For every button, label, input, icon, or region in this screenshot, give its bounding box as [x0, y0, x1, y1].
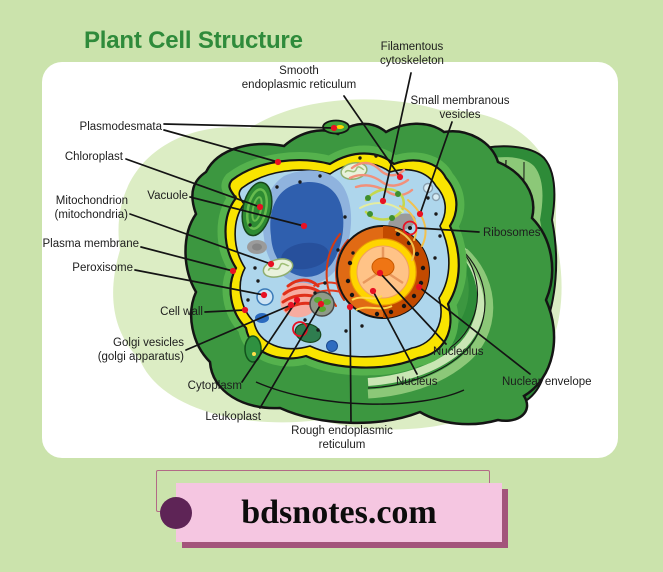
label-nuclear-envelope: Nuclear envelope	[502, 376, 592, 388]
ribosomes-ring-marker	[402, 220, 418, 236]
label-leukoplast: Leukoplast	[205, 411, 261, 423]
cell-front-fold	[255, 381, 465, 405]
wall-oval-shape	[244, 335, 262, 363]
label-mitochondrion: Mitochondrion (mitochondria)	[54, 195, 129, 222]
label-plasma-membrane: Plasma membrane	[42, 238, 139, 250]
nucleus-shape	[336, 225, 430, 319]
leader-lines	[125, 72, 531, 424]
label-smooth-er: Smooth endoplasmic reticulum	[241, 65, 357, 92]
page-title: Plant Cell Structure	[84, 27, 303, 54]
label-chloroplast: Chloroplast	[64, 151, 123, 163]
footer-site-text: bdsnotes.com	[241, 493, 437, 531]
label-small-membranous-vesicles: Small membranous vesicles	[410, 95, 510, 122]
label-rough-er: Rough endoplasmic reticulum	[291, 425, 393, 452]
footer-banner: bdsnotes.com	[176, 483, 502, 542]
chloroplast-shape	[241, 181, 273, 237]
nuclear-pore-dots	[345, 231, 426, 317]
label-nucleolus: Nucleolus	[433, 346, 484, 358]
orange-threads	[395, 199, 427, 261]
label-plasmodesmata: Plasmodesmata	[79, 121, 162, 133]
label-golgi-vesicles: Golgi vesicles (golgi apparatus)	[97, 337, 184, 364]
label-cytoplasm: Cytoplasm	[187, 380, 242, 392]
footer-dot-decoration	[160, 497, 192, 529]
label-peroxisome: Peroxisome	[72, 262, 133, 274]
label-cell-wall: Cell wall	[160, 306, 203, 318]
label-ribosomes: Ribosomes	[483, 227, 541, 239]
marker-dots	[229, 124, 424, 314]
ribosome-dots	[233, 154, 442, 333]
label-vacuole: Vacuole	[147, 190, 188, 202]
label-filamentous-cytoskeleton: Filamentous cytoskeleton	[380, 41, 444, 68]
label-nucleus: Nucleus	[396, 376, 438, 388]
ribosomes-ring-dot	[408, 226, 412, 230]
